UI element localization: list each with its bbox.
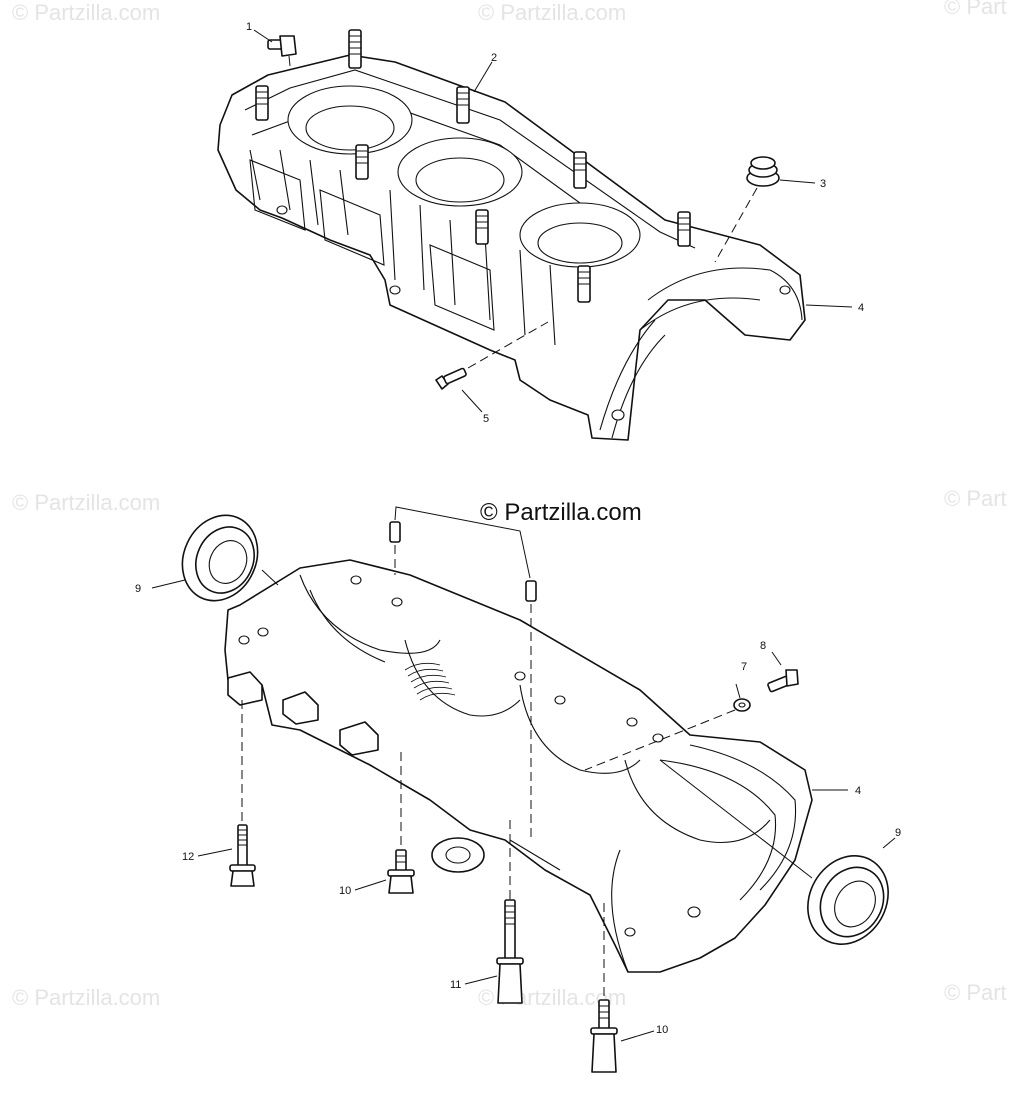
callout-1: 1 bbox=[246, 21, 252, 33]
callout-11: 11 bbox=[450, 979, 461, 991]
part-3-plug: 3 bbox=[714, 156, 826, 263]
watermark: © Partzilla.com bbox=[12, 490, 160, 515]
dowel-pins bbox=[389, 506, 537, 840]
callout-12: 12 bbox=[182, 851, 194, 863]
callout-3: 3 bbox=[820, 178, 826, 190]
callout-10-lower: 10 bbox=[656, 1024, 668, 1036]
part-10-bolt-upper: 10 bbox=[339, 752, 415, 897]
callout-7: 7 bbox=[741, 661, 747, 673]
callout-4-upper: 4 bbox=[858, 302, 864, 314]
watermark: © Partzilla.com bbox=[12, 985, 160, 1010]
watermark: © Part bbox=[944, 0, 1007, 19]
part-5-bolt: 5 bbox=[435, 321, 549, 425]
callout-9-right: 9 bbox=[895, 827, 901, 839]
callout-2: 2 bbox=[491, 52, 497, 64]
part-12-bolt: 12 bbox=[182, 700, 256, 887]
callout-9-left: 9 bbox=[135, 583, 141, 595]
part-7-washer: 7 bbox=[584, 661, 751, 771]
watermark-layer: © Partzilla.com © Partzilla.com © Part ©… bbox=[12, 0, 1007, 1010]
bearing-ridges bbox=[404, 662, 456, 701]
part-9-seal-right: 9 bbox=[659, 759, 901, 945]
cylinder-studs bbox=[255, 29, 691, 303]
lower-crankcase bbox=[224, 559, 813, 973]
callout-8: 8 bbox=[760, 640, 766, 652]
part-11-bolt: 11 bbox=[450, 820, 524, 1004]
watermark: © Partzilla.com bbox=[12, 0, 160, 25]
part-8-bolt: 8 bbox=[760, 640, 799, 693]
watermark: © Part bbox=[944, 486, 1007, 511]
part-9-seal-left: 9 bbox=[135, 514, 279, 602]
watermark: © Part bbox=[944, 980, 1007, 1005]
callout-4-lower: 4 bbox=[855, 785, 861, 797]
watermark-center: © Partzilla.com bbox=[480, 499, 642, 526]
callout-10-upper: 10 bbox=[339, 885, 351, 897]
part-10-bolt-lower: 10 bbox=[590, 903, 668, 1073]
watermark: © Partzilla.com bbox=[478, 0, 626, 25]
callout-5: 5 bbox=[483, 413, 489, 425]
upper-crankcase bbox=[217, 29, 806, 441]
part-1-fitting: 1 bbox=[246, 21, 297, 67]
